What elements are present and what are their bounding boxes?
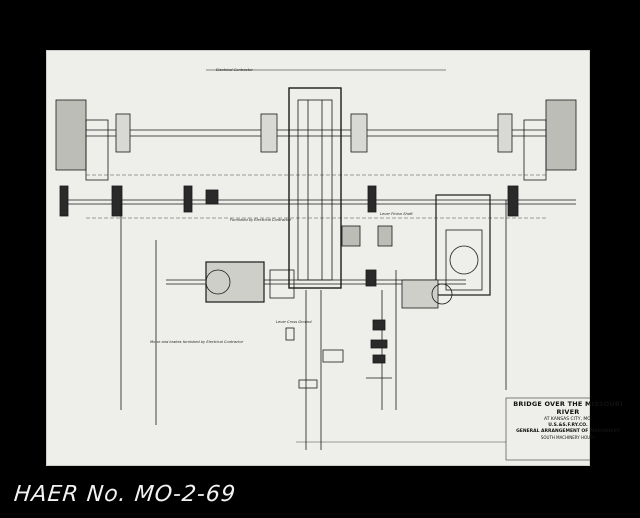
drawing-note: Furnished by Electrical Contractor: [230, 218, 292, 222]
haer-caption: HAER No. MO-2-69: [12, 482, 238, 507]
drawing-note: Electrical Contractor: [216, 68, 253, 72]
drawing-location: AT KANSAS CITY, MO.: [543, 417, 593, 422]
drawing-title: BRIDGE OVER THE MISSOURI RIVER: [513, 400, 623, 416]
drawing-subject: GENERAL ARRANGEMENT OF MACHINERY: [516, 429, 620, 434]
drawing-house: SOUTH MACHINERY HOUSE: [540, 435, 596, 440]
machinery-drawing: [55, 69, 590, 461]
drawing-note: Lever Cross Ground: [276, 320, 312, 324]
drawing-company: U.S.&S.F.RY.CO.: [548, 423, 588, 428]
drawing-note: Lever Pinion Shaft: [380, 212, 413, 216]
drawing-note: Motor and brakes furnished by Electrical…: [150, 340, 244, 344]
drawing-title-block: BRIDGE OVER THE MISSOURI RIVER AT KANSAS…: [508, 400, 628, 460]
drawing-sheet: Electrical Contractor Furnished by Elect…: [46, 50, 623, 466]
